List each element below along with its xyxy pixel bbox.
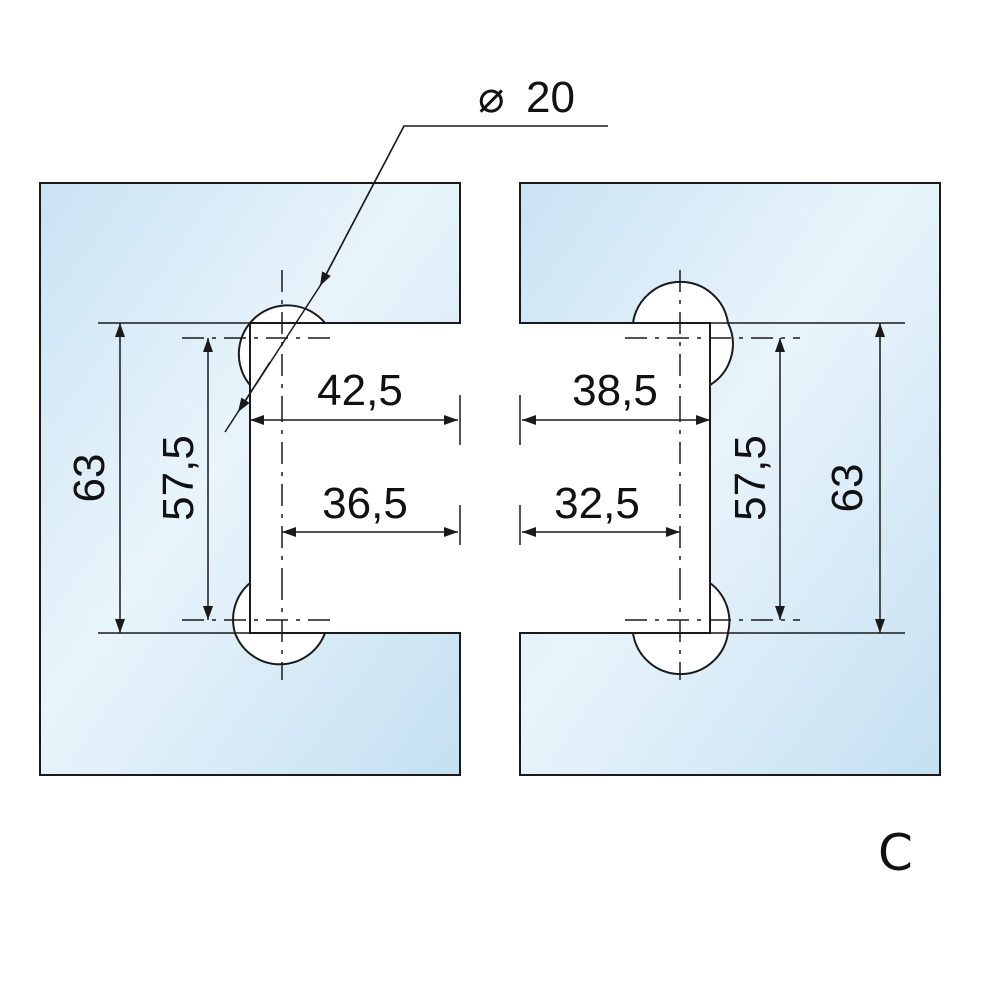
left-bottom-hole <box>232 580 327 666</box>
diameter-value: 20 <box>526 73 575 122</box>
left-height-outer-label: 63 <box>65 454 114 503</box>
diameter-symbol: ⌀ <box>478 73 505 122</box>
left-height-inner-label: 57,5 <box>154 435 203 521</box>
right-width-bottom-label: 32,5 <box>554 479 640 528</box>
diameter-leader <box>224 125 608 433</box>
vertical-dimensions <box>115 323 885 633</box>
right-top-hole <box>631 280 734 387</box>
drawing-mark-letter: C <box>878 824 913 882</box>
right-height-inner-label: 57,5 <box>726 435 775 521</box>
right-width-top-label: 38,5 <box>572 366 658 415</box>
left-width-top-label: 42,5 <box>317 366 403 415</box>
horizontal-dimensions <box>250 415 710 537</box>
center-lines <box>182 270 800 680</box>
extension-lines <box>98 322 905 634</box>
right-height-outer-label: 63 <box>823 464 872 513</box>
left-width-bottom-label: 36,5 <box>322 479 408 528</box>
right-bottom-hole <box>631 581 731 676</box>
right-glass-panel <box>519 182 941 776</box>
